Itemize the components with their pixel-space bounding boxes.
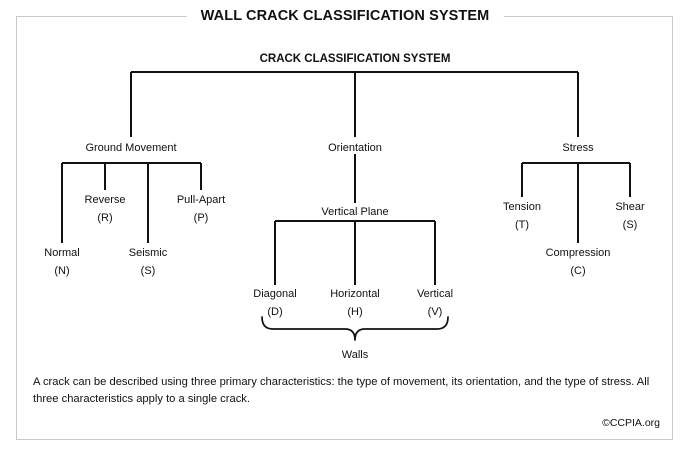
leaf-vertical-code: (V): [428, 306, 443, 318]
brace-label-walls: Walls: [342, 349, 369, 361]
copyright-credit: ©CCPIA.org: [602, 417, 660, 429]
leaf-pull-apart-code: (P): [194, 212, 209, 224]
leaf-shear-code: (S): [623, 219, 638, 231]
walls-brace: [261, 316, 449, 341]
branch-label-orientation: Orientation: [328, 142, 382, 154]
leaf-diagonal-name: Diagonal: [253, 288, 296, 300]
leaf-normal-name: Normal: [44, 247, 79, 259]
tree-connector-lines: [61, 71, 631, 341]
leaf-horizontal-name: Horizontal: [330, 288, 380, 300]
node-vertical-plane: Vertical Plane: [321, 206, 388, 218]
caption-text: A crack can be described using three pri…: [33, 376, 650, 406]
leaf-vertical-name: Vertical: [417, 288, 453, 300]
leaf-reverse-code: (R): [97, 212, 112, 224]
leaf-horizontal-code: (H): [347, 306, 362, 318]
leaf-seismic-name: Seismic: [129, 247, 168, 259]
leaf-compression-name: Compression: [546, 247, 611, 259]
branch-label-ground-movement: Ground Movement: [85, 142, 176, 154]
leaf-compression-code: (C): [570, 265, 585, 277]
leaf-pull-apart-name: Pull-Apart: [177, 194, 225, 206]
leaf-reverse-name: Reverse: [85, 194, 126, 206]
leaf-diagonal-code: (D): [267, 306, 282, 318]
root-label: CRACK CLASSIFICATION SYSTEM: [260, 53, 451, 65]
leaf-normal-code: (N): [54, 265, 69, 277]
leaf-tension-name: Tension: [503, 201, 541, 213]
content-frame: [16, 16, 673, 440]
page-title: WALL CRACK CLASSIFICATION SYSTEM: [186, 8, 504, 24]
leaf-shear-name: Shear: [615, 201, 645, 213]
branch-label-stress: Stress: [562, 142, 594, 154]
leaf-tension-code: (T): [515, 219, 529, 231]
leaf-seismic-code: (S): [141, 265, 156, 277]
